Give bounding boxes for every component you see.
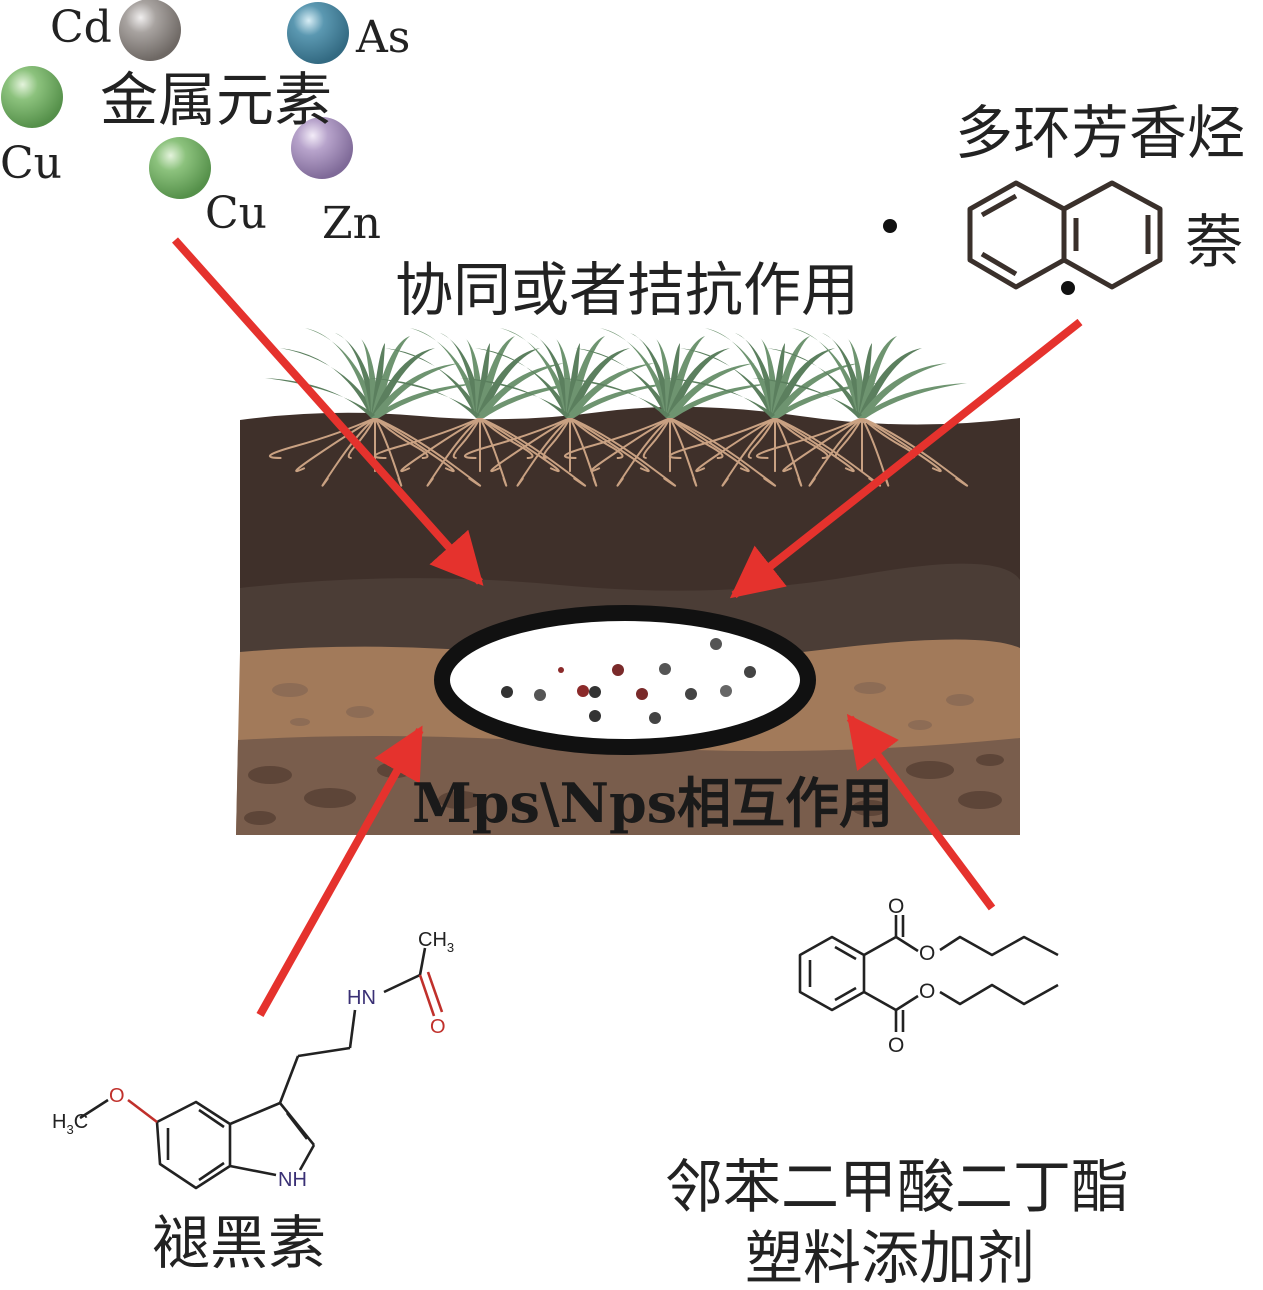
arrow-from-metals (172, 237, 484, 586)
particle (589, 710, 601, 722)
arrow-from-pah (729, 318, 1083, 599)
grass-clump (665, 328, 881, 487)
naphthalene-label: 萘 (1185, 208, 1243, 276)
nh-amide-label: HN (347, 987, 376, 1009)
cu-sphere-right (149, 137, 211, 199)
grass-clump (560, 328, 776, 487)
melatonin-name: 褪黑素 (152, 1209, 326, 1277)
arrow-from-dbp (846, 713, 996, 911)
pah-dot (1061, 281, 1075, 295)
center-interaction-label: Mps\Nps相互作用 (412, 771, 893, 835)
cu-label-right: Cu (205, 188, 267, 239)
microplastic-zone (434, 605, 816, 755)
particle (720, 685, 732, 697)
cd-label: Cd (50, 2, 112, 53)
particle (589, 686, 601, 698)
particle (534, 689, 546, 701)
as-sphere (287, 2, 349, 64)
particle (558, 667, 564, 673)
metals-group-label: 金属元素 (100, 66, 332, 134)
grass-clumps (265, 328, 968, 487)
particle (710, 638, 722, 650)
particle (685, 688, 697, 700)
particle (577, 685, 589, 697)
grass-clump (265, 328, 481, 487)
particle (612, 664, 624, 676)
dbp-o-bottom: O (888, 1034, 904, 1057)
as-label: As (355, 12, 410, 63)
cu-sphere-left (1, 66, 63, 128)
dbp-o-top: O (888, 895, 904, 918)
grass-clump (460, 328, 676, 487)
soil-pebbles (272, 682, 974, 730)
cu-label-left: Cu (0, 138, 62, 189)
microplastic-particles (501, 638, 756, 724)
melatonin-structure (79, 947, 444, 1190)
synergy-label: 协同或者拮抗作用 (395, 256, 859, 324)
methoxy-o-label: O (109, 1085, 125, 1107)
dbp-o-ester-2: O (919, 980, 935, 1003)
pah-group: 多环芳香烃 萘 (883, 99, 1245, 295)
grass-clump (752, 328, 968, 487)
dbp-name: 邻苯二甲酸二丁酯 (665, 1153, 1129, 1221)
particle (659, 663, 671, 675)
grass-clump (370, 328, 586, 487)
particle (501, 686, 513, 698)
svg-text:CH3: CH3 (418, 929, 454, 955)
naphthalene-structure (967, 180, 1163, 290)
arrow-from-melatonin (256, 725, 424, 1017)
interaction-arrows (172, 237, 1083, 1017)
dbp-o-ester-1: O (919, 942, 935, 965)
particle (636, 688, 648, 700)
dbp-category: 塑料添加剂 (745, 1224, 1035, 1290)
cd-sphere (119, 0, 181, 61)
zn-sphere (291, 117, 353, 179)
particle (649, 712, 661, 724)
soil-stone-layer (236, 736, 1020, 835)
carbonyl-o-label: O (430, 1016, 446, 1038)
soil-stones (244, 754, 1004, 825)
indole-nh-label: NH (278, 1169, 307, 1191)
metal-elements: Cd As Cu Cu Zn 金属元素 (0, 0, 410, 249)
pah-title: 多环芳香烃 (955, 99, 1245, 167)
pah-dot (883, 219, 897, 233)
melatonin-atom-labels: CH3 HN O O H3C NH (52, 929, 454, 1191)
particle (744, 666, 756, 678)
dbp-atom-labels: O O O O (888, 895, 935, 1057)
zn-label: Zn (322, 198, 381, 249)
dbp-structure (798, 915, 1059, 1032)
svg-text:H3C: H3C (52, 1111, 88, 1137)
